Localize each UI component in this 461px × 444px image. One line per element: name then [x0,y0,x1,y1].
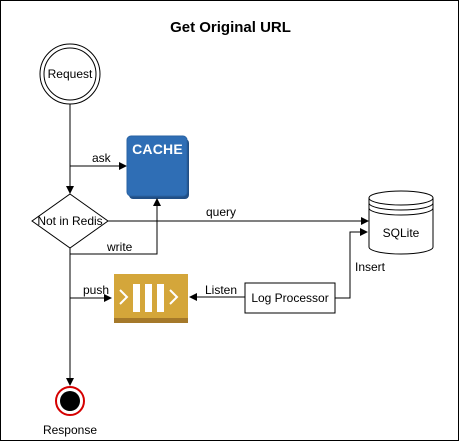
edge-insert [335,228,368,299]
sqlite-label: SQLite [382,226,420,240]
response-end-node [55,386,85,416]
sqlite-cylinder [368,190,434,255]
log-processor-box [244,282,336,314]
decision-label: Not in Redis [37,214,103,228]
queue-icon [114,274,188,323]
edge-label-listen: Listen [205,283,238,297]
cache-block [126,135,189,199]
edge-label-insert: Insert [355,260,386,274]
edge-label-push: push [83,283,110,297]
cache-label: CACHE [132,141,183,157]
diagram-title: Get Original URL [170,19,291,36]
edge-label-query: query [206,205,237,219]
log-processor-label: Log Processor [251,291,329,305]
edge-label-ask: ask [92,151,111,165]
request-label: Request [47,67,93,81]
request-start-node [39,43,101,105]
response-label: Response [42,423,98,437]
edge-label-write: write [107,240,133,254]
